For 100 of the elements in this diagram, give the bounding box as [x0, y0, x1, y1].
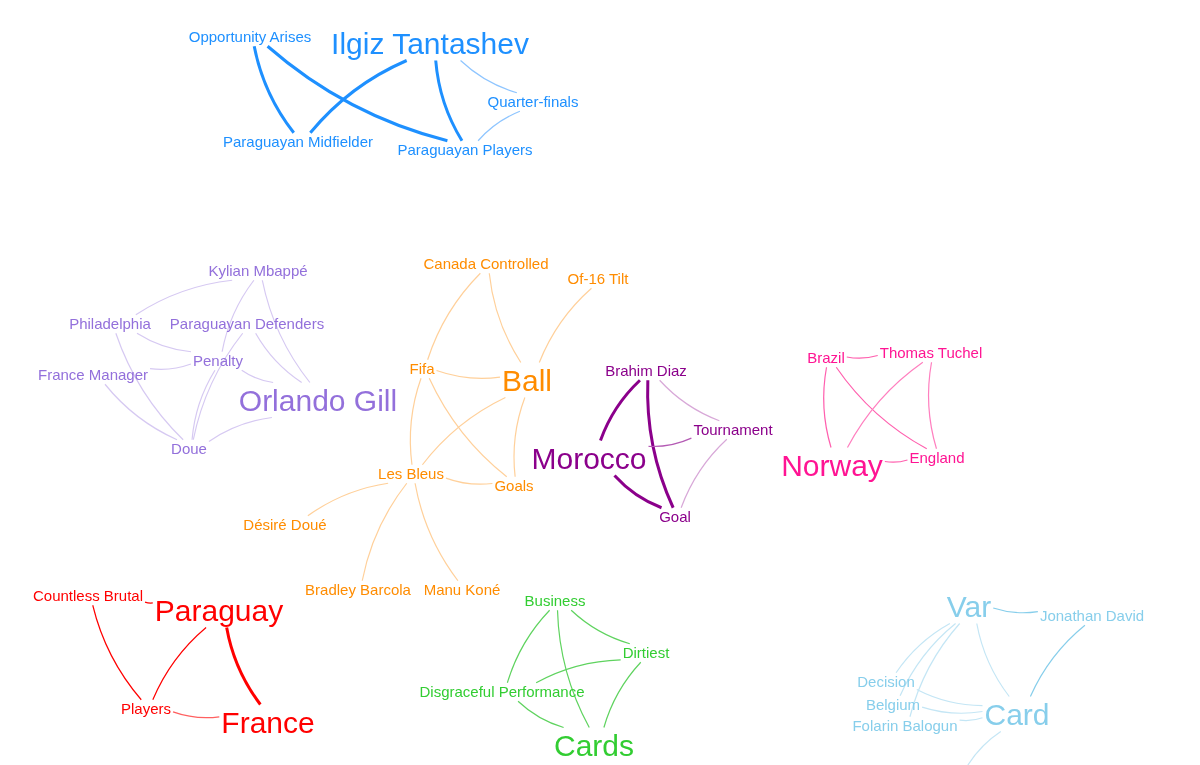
word-label: Goals: [493, 477, 535, 495]
hub-word-label: Morocco: [530, 441, 648, 475]
connector-line: [409, 377, 422, 466]
connector-line: [241, 369, 274, 384]
connector-line: [255, 332, 303, 384]
connector-line: [823, 366, 832, 449]
word-label: Canada Controlled: [422, 255, 550, 273]
hub-word-label: Ilgiz Tantashev: [330, 26, 530, 60]
connector-line: [192, 332, 244, 441]
connector-line: [261, 279, 311, 384]
connector-line: [252, 45, 295, 134]
connector-line: [92, 604, 142, 701]
connector-line: [909, 622, 961, 718]
connector-line: [361, 482, 408, 582]
connector-line: [846, 361, 924, 449]
word-label: Les Bleus: [377, 465, 445, 483]
word-label: Dirtiest: [621, 644, 671, 662]
connector-line: [115, 332, 184, 441]
connector-line: [646, 380, 675, 509]
connector-line: [535, 659, 622, 684]
connector-line: [976, 622, 1010, 698]
hub-word-label: Norway: [780, 448, 884, 482]
word-label: Belgium: [864, 696, 922, 714]
word-label: Of-16 Tilt: [566, 270, 630, 288]
word-label: Fifa: [408, 360, 436, 378]
hub-word-label: Card: [983, 697, 1051, 731]
word-label: Penalty: [192, 352, 244, 370]
word-label: Disgraceful Performance: [418, 683, 586, 701]
connector-line: [445, 477, 493, 485]
connector-line: [266, 45, 448, 143]
connector-line: [517, 700, 565, 729]
word-label: Tournament: [692, 421, 774, 439]
connector-line: [599, 379, 641, 442]
word-label: Paraguayan Defenders: [168, 315, 326, 333]
connector-line: [1029, 624, 1086, 698]
connector-line: [835, 366, 928, 450]
connector-line: [414, 482, 459, 582]
word-label: Countless Brutal: [31, 587, 145, 605]
word-label: England: [908, 449, 966, 467]
connector-line: [172, 711, 220, 719]
connector-line: [680, 438, 728, 509]
connector-line: [208, 416, 273, 443]
connector-line: [570, 609, 631, 645]
hub-word-label: Paraguay: [153, 593, 285, 627]
word-label: Kylian Mbappé: [207, 262, 309, 280]
word-label: Business: [523, 592, 587, 610]
word-label: Decision: [856, 673, 916, 691]
word-label: Opportunity Arises: [187, 28, 313, 46]
connector-line: [135, 279, 233, 316]
word-label: Players: [120, 700, 172, 718]
connector-line: [846, 354, 879, 359]
connector-line: [927, 361, 938, 450]
word-label: Folarin Balogun: [851, 717, 959, 735]
connector-line: [225, 627, 262, 706]
connector-line: [992, 607, 1039, 614]
word-label: Brazil: [806, 349, 846, 367]
connector-line: [136, 332, 192, 353]
word-label: Philadelphia: [68, 315, 152, 333]
connector-line: [427, 272, 481, 361]
connector-line: [434, 60, 464, 142]
connector-line: [435, 369, 501, 379]
connector-line: [613, 474, 663, 510]
connector-line: [428, 377, 508, 478]
word-label: Doue: [170, 440, 208, 458]
connector-line: [659, 379, 720, 422]
connector-line: [506, 609, 551, 684]
connector-line: [556, 609, 590, 729]
connector-line: [958, 717, 984, 722]
hub-word-label: Var: [945, 589, 993, 623]
word-label: Jonathan David: [1038, 607, 1146, 625]
word-label: Paraguayan Midfielder: [221, 133, 375, 151]
hub-word-label: Cards: [553, 728, 635, 762]
hub-word-label: Ball: [501, 363, 553, 397]
connector-line: [513, 396, 526, 478]
connector-line: [647, 437, 692, 448]
connector-line: [921, 706, 984, 714]
connector-line: [477, 110, 521, 142]
connector-line: [221, 279, 255, 353]
word-label: Thomas Tuchel: [878, 344, 984, 362]
connector-line: [104, 383, 178, 441]
word-label: France Manager: [36, 366, 150, 384]
word-label: Brahim Diaz: [604, 362, 688, 380]
word-label: Bradley Barcola: [304, 581, 412, 599]
connector-line: [421, 396, 506, 466]
connector-line: [144, 601, 154, 604]
connector-line: [191, 369, 216, 441]
hub-word-label: France: [220, 705, 316, 739]
connector-line: [459, 59, 518, 94]
word-label: Manu Koné: [422, 581, 502, 599]
hub-word-label: Orlando Gill: [237, 383, 399, 417]
word-label: Désiré Doué: [242, 516, 328, 534]
connector-line: [307, 482, 389, 517]
connector-line: [309, 59, 408, 134]
connector-line: [603, 661, 642, 729]
connector-line: [149, 363, 192, 370]
connector-line: [899, 622, 957, 697]
connector-line: [916, 688, 984, 707]
word-label: Quarter-finals: [486, 93, 580, 111]
word-label: Paraguayan Players: [396, 141, 534, 159]
word-label: Goal: [658, 508, 692, 526]
